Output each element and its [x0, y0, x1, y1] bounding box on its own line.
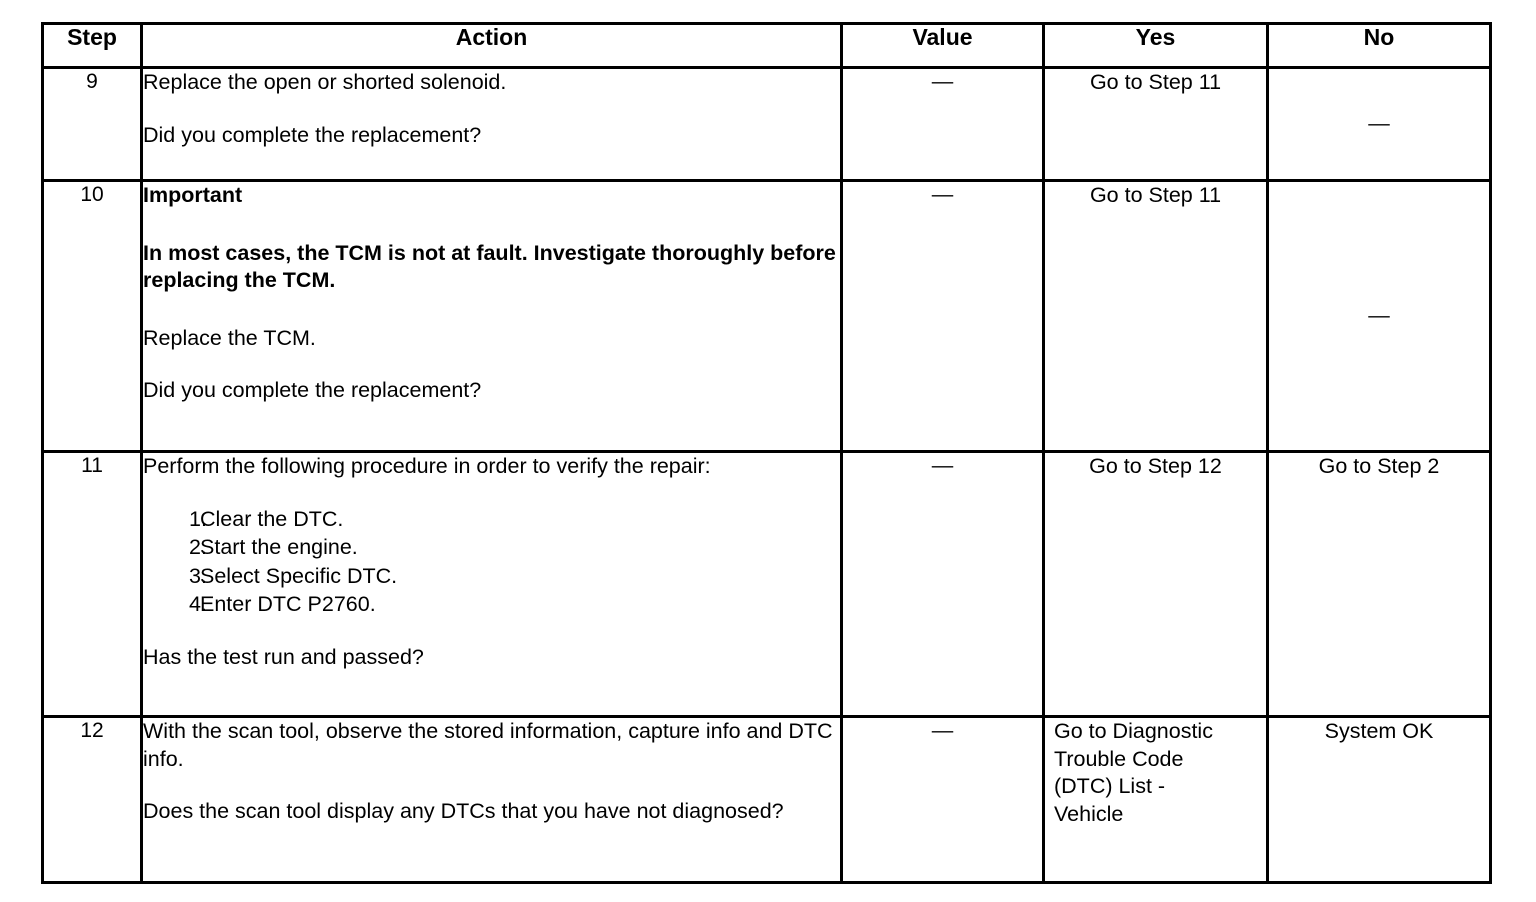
action-question: Has the test run and passed? — [143, 644, 424, 669]
table-body: 9 Replace the open or shorted solenoid. … — [41, 66, 1492, 884]
yes-line: Vehicle — [1054, 801, 1124, 826]
action-question: Did you complete the replacement? — [143, 378, 482, 403]
no-cell: — — [1266, 66, 1492, 182]
table-row: 9 Replace the open or shorted solenoid. … — [41, 66, 1492, 182]
important-label: Important — [143, 183, 243, 207]
yes-line: Go to Diagnostic — [1054, 719, 1213, 743]
table-header: Step Action Value Yes No — [41, 22, 1492, 69]
action-question: Did you complete the replacement? — [143, 122, 482, 147]
list-item: 1. Clear the DTC. — [143, 505, 840, 534]
header-row: Step Action Value Yes No — [41, 22, 1492, 69]
column-header-step: Step — [41, 22, 143, 69]
action-text: Replace the open or shorted solenoid. — [143, 70, 507, 94]
table-row: 11 Perform the following procedure in or… — [41, 450, 1492, 718]
no-cell: System OK — [1266, 715, 1492, 884]
value-cell: — — [840, 450, 1045, 718]
list-item-label: Start the engine. — [200, 535, 358, 560]
column-header-value: Value — [840, 22, 1045, 69]
yes-cell: Go to Step 12 — [1042, 450, 1269, 718]
important-body: In most cases, the TCM is not at fault. … — [143, 240, 836, 293]
diagnostic-procedure-table: Step Action Value Yes No 9 Replace the o… — [41, 22, 1492, 884]
step-number-cell: 10 — [41, 179, 143, 453]
yes-cell: Go to Diagnostic Trouble Code (DTC) List… — [1042, 715, 1269, 884]
step-number-cell: 12 — [41, 715, 143, 884]
action-cell: Replace the open or shorted solenoid. Di… — [140, 66, 843, 182]
value-cell: — — [840, 715, 1045, 884]
procedure-list: 1. Clear the DTC. 2. Start the engine. 3… — [143, 505, 840, 619]
step-number-cell: 9 — [41, 66, 143, 182]
list-item-label: Select Specific DTC. — [200, 563, 398, 588]
value-cell: — — [840, 66, 1045, 182]
list-item-label: Enter DTC P2760. — [200, 592, 376, 617]
action-text: Replace the TCM. — [143, 325, 316, 350]
list-item-number: 1. — [189, 506, 207, 531]
step-number-cell: 11 — [41, 450, 143, 718]
action-intro: Perform the following procedure in order… — [143, 454, 711, 478]
yes-cell: Go to Step 11 — [1042, 179, 1269, 453]
table-row: 10 Important In most cases, the TCM is n… — [41, 179, 1492, 453]
yes-line: (DTC) List - — [1054, 774, 1166, 799]
list-item-label: Clear the DTC. — [200, 506, 344, 531]
yes-cell: Go to Step 11 — [1042, 66, 1269, 182]
yes-line: Trouble Code — [1054, 746, 1184, 771]
action-question: Does the scan tool display any DTCs that… — [143, 799, 784, 824]
list-item: 3. Select Specific DTC. — [143, 562, 840, 591]
column-header-action: Action — [140, 22, 843, 69]
action-cell: Important In most cases, the TCM is not … — [140, 179, 843, 453]
list-item-number: 4. — [189, 592, 207, 617]
no-cell: Go to Step 2 — [1266, 450, 1492, 718]
column-header-yes: Yes — [1042, 22, 1269, 69]
no-cell: — — [1266, 179, 1492, 453]
action-text: With the scan tool, observe the stored i… — [143, 719, 833, 771]
action-cell: Perform the following procedure in order… — [140, 450, 843, 718]
list-item-number: 3. — [189, 563, 207, 588]
table-row: 12 With the scan tool, observe the store… — [41, 715, 1492, 884]
list-item: 4. Enter DTC P2760. — [143, 590, 840, 619]
list-item-number: 2. — [189, 535, 207, 560]
action-cell: With the scan tool, observe the stored i… — [140, 715, 843, 884]
list-item: 2. Start the engine. — [143, 533, 840, 562]
column-header-no: No — [1266, 22, 1492, 69]
value-cell: — — [840, 179, 1045, 453]
